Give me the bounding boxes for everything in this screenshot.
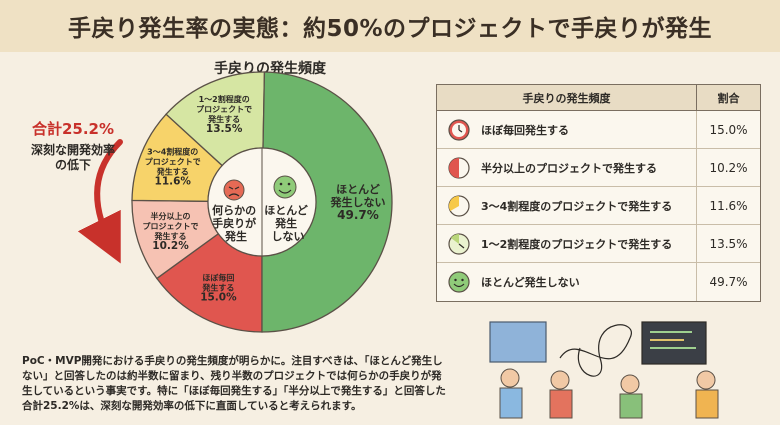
- slice-text-label: プロジェクトで: [143, 221, 199, 231]
- team-illustration: [489, 321, 719, 419]
- legend-label: ほとんど発生しない: [481, 276, 580, 289]
- legend-header-label: 手戻りの発生頻度: [522, 91, 611, 105]
- description-text: PoC・MVP開発における手戻りの発生頻度が明らかに。注目すべきは、「ほとんど発…: [22, 355, 446, 412]
- legend-pct: 10.2%: [696, 149, 760, 186]
- slice-value-label: 13.5%: [206, 123, 243, 135]
- slice-text-label: プロジェクトで: [196, 104, 252, 114]
- callout-note: 深刻な開発効率 の低下: [18, 143, 128, 173]
- half-circle-icon: [437, 156, 481, 180]
- legend-label: 1〜2割程度のプロジェクトで発生する: [481, 237, 673, 251]
- slice-text-label: 発生する: [207, 114, 240, 124]
- legend-pct: 15.0%: [696, 111, 760, 148]
- slice-text-label: ほぼ毎回: [202, 273, 234, 283]
- slice-text-label: 発生しない: [329, 195, 385, 209]
- legend-row: 半分以上のプロジェクトで発生する 10.2%: [437, 149, 760, 187]
- slice-text-label: ほとんど: [336, 183, 380, 196]
- total-callout: 合計25.2% 深刻な開発効率 の低下: [18, 118, 128, 173]
- legend-pct: 49.7%: [696, 263, 760, 301]
- slice-value-label: 11.6%: [155, 176, 192, 188]
- callout-note-line: 深刻な開発効率: [30, 143, 115, 157]
- worried-face-icon: [223, 179, 245, 201]
- legend-row: ほとんど発生しない 49.7%: [437, 263, 760, 301]
- legend-label: 半分以上のプロジェクトで発生する: [481, 161, 657, 175]
- smile-icon: [437, 270, 481, 294]
- slice-text-label: 半分以上の: [151, 211, 191, 221]
- slice-text-label: 発生する: [154, 231, 187, 241]
- legend-row: ほぼ毎回発生する 15.0%: [437, 111, 760, 149]
- callout-total: 合計25.2%: [31, 120, 115, 138]
- slice-text-label: プロジェクトで: [145, 157, 201, 167]
- legend-table: 手戻りの発生頻度 割合 ほぼ毎回発生する 15.0% 半分以上のプロジェクトで発…: [436, 84, 761, 302]
- page-title: 手戻り発生率の実態：約50%のプロジェクトで手戻りが発生: [0, 0, 780, 52]
- center-right-label: ほとんど 発生 しない: [264, 204, 312, 243]
- legend-header: 手戻りの発生頻度 割合: [437, 85, 760, 111]
- smile-face-icon: [273, 175, 297, 199]
- slice-text-label: 発生する: [156, 167, 189, 177]
- trend-arrow: [77, 139, 123, 264]
- legend-pct: 11.6%: [696, 187, 760, 224]
- slice-text-label: 1〜2割程度の: [199, 94, 250, 104]
- slice-value-label: 10.2%: [152, 240, 189, 252]
- slice-text-label: 発生する: [201, 283, 234, 293]
- legend-pct: 13.5%: [696, 225, 760, 262]
- legend-label: ほぼ毎回発生する: [481, 123, 569, 137]
- legend-header-pct: 割合: [696, 85, 760, 110]
- slice-value-label: 15.0%: [200, 292, 237, 304]
- clock-full-icon: [437, 118, 481, 142]
- legend-label: 3〜4割程度のプロジェクトで発生する: [481, 199, 673, 213]
- slice-circle-icon: [437, 232, 481, 256]
- callout-note-line: の低下: [54, 158, 91, 172]
- center-left-label: 何らかの 手戻りが 発生: [212, 203, 260, 243]
- slice-text-label: 3〜4割程度の: [147, 147, 198, 157]
- legend-row: 1〜2割程度のプロジェクトで発生する 13.5%: [437, 225, 760, 263]
- quarter-circle-icon: [437, 194, 481, 218]
- slice-value-label: 49.7%: [337, 208, 379, 222]
- legend-row: 3〜4割程度のプロジェクトで発生する 11.6%: [437, 187, 760, 225]
